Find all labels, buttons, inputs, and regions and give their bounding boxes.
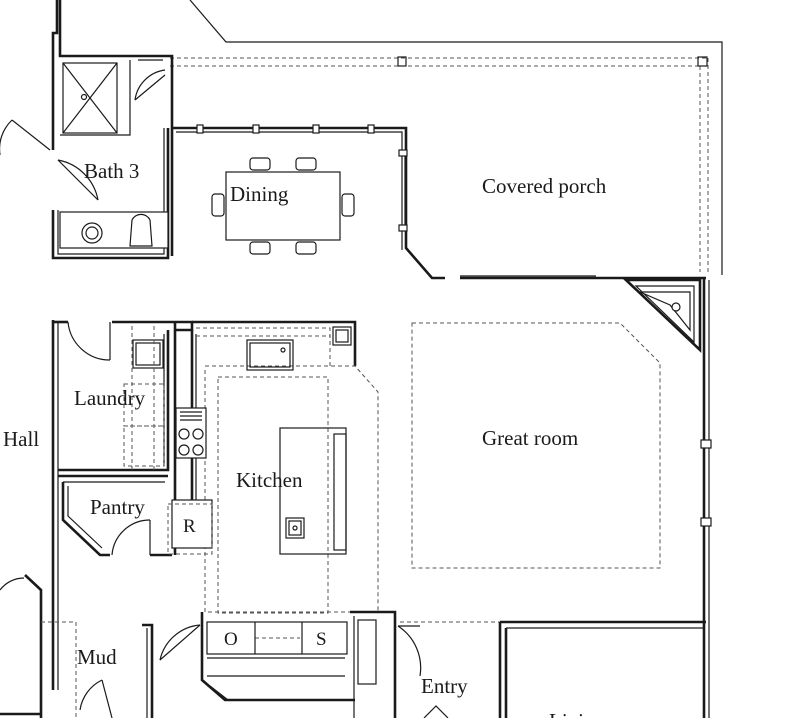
laundry-pantry-walls: [51, 320, 194, 690]
room-label-laundry: Laundry: [74, 386, 146, 410]
kitchen: [167, 320, 380, 702]
mud-entry-walls: [0, 574, 706, 718]
room-label-living: Livi: [549, 709, 584, 718]
fixture-label-oven: O: [224, 629, 238, 650]
fixture-label-s: S: [316, 629, 327, 650]
roof-edge-line: [189, 0, 723, 275]
dining-table: [211, 157, 355, 255]
room-label-covered-porch: Covered porch: [482, 174, 607, 198]
room-label-bath3: Bath 3: [84, 159, 139, 183]
room-label-mud: Mud: [77, 645, 117, 669]
porch-beams: [170, 56, 709, 272]
dining-walls: [170, 70, 706, 280]
room-label-pantry: Pantry: [90, 495, 145, 519]
room-label-hall: Hall: [3, 427, 39, 451]
fixture-label-refrigerator: R: [183, 516, 196, 537]
fireplace: [622, 278, 702, 354]
room-label-great-room: Great room: [482, 426, 578, 450]
room-label-entry: Entry: [421, 674, 468, 698]
room-label-dining: Dining: [230, 182, 289, 206]
bath3-walls: [0, 0, 174, 260]
room-label-kitchen: Kitchen: [236, 468, 303, 492]
great-room-walls: [411, 278, 712, 718]
